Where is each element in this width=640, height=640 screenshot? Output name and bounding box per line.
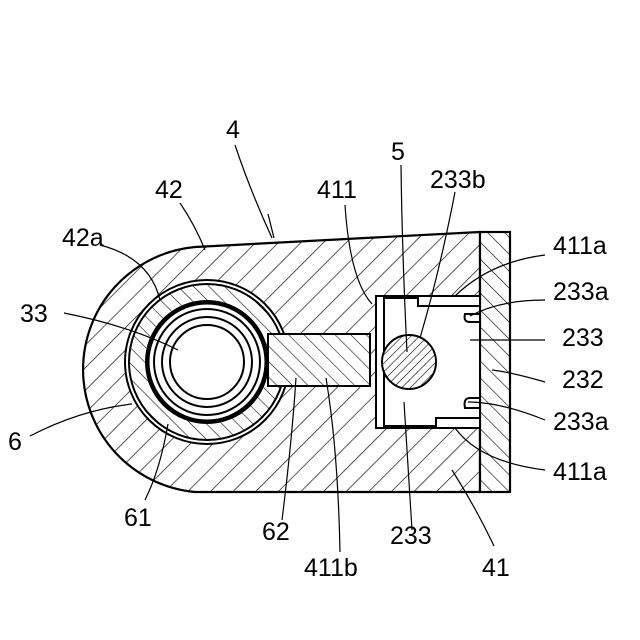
label-233b: 233b [430, 166, 486, 194]
label-42: 42 [155, 176, 183, 204]
label-61: 61 [124, 504, 152, 532]
label-4: 4 [226, 116, 240, 144]
label-411b: 411b [304, 554, 358, 582]
label-6: 6 [8, 428, 22, 456]
label-411a-bottom: 411a [553, 458, 607, 486]
label-411a-top: 411a [553, 232, 607, 260]
label-232: 232 [562, 366, 604, 394]
label-42a: 42a [62, 224, 104, 252]
label-233-bottom: 233 [390, 522, 432, 550]
label-5: 5 [391, 138, 405, 166]
label-233a-top: 233a [553, 278, 609, 306]
shaft-bore [170, 325, 244, 399]
arm [268, 334, 370, 386]
label-62: 62 [262, 518, 290, 546]
label-233a-bottom: 233a [553, 408, 609, 436]
label-411-top: 411 [317, 176, 357, 204]
pin [382, 335, 436, 389]
label-41: 41 [482, 554, 510, 582]
label-233-right: 233 [562, 324, 604, 352]
label-33: 33 [20, 300, 48, 328]
